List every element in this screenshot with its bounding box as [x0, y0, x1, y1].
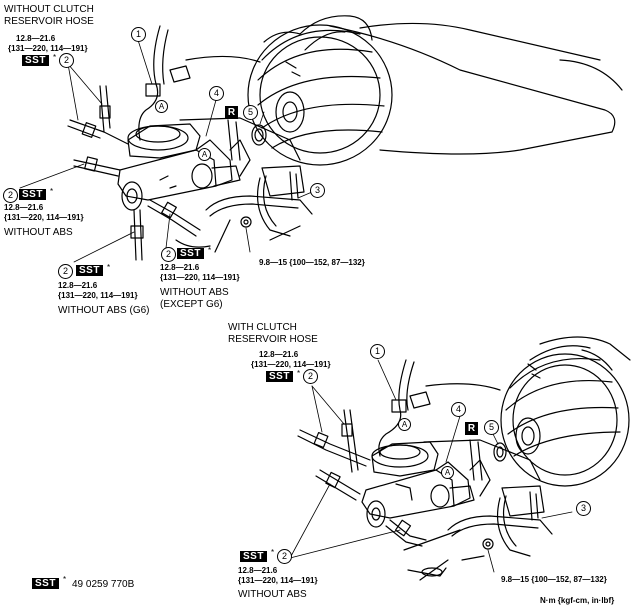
- leaders-bottom: [290, 360, 572, 572]
- bottom-bolt-torque: 9.8—15 {100—152, 87—132}: [501, 575, 607, 584]
- bottom-sst-star-1: *: [297, 369, 301, 378]
- top-left-label: WITHOUT ABS: [4, 227, 73, 238]
- bottom-replace-marker: R: [465, 422, 478, 435]
- bottom-marker-a-2: A: [441, 466, 454, 479]
- bottom-left-label: WITHOUT ABS: [238, 589, 307, 600]
- bottom-sst-tag-2: SST: [240, 551, 267, 562]
- torque-units: N·m {kgf-cm, in·lbf}: [540, 596, 615, 605]
- bottom-assembly: [290, 337, 630, 580]
- bottom-torque1-line1: 12.8—21.6: [259, 350, 299, 359]
- bottom-marker-a-1: A: [398, 418, 411, 431]
- fluid-level-connector-top: [139, 26, 260, 140]
- top-sst-star-2: *: [50, 187, 54, 196]
- brake-pipes-top: [68, 86, 200, 260]
- top-left-torque-line1: 12.8—21.6: [4, 203, 44, 212]
- top-marker-a-2: A: [198, 148, 211, 161]
- master-cylinder-bottom: [362, 442, 474, 527]
- top-marker-a-1: A: [155, 100, 168, 113]
- top-sst-tag-3: SST: [177, 248, 204, 259]
- bottom-torque1-line2: {131—220, 114—191}: [251, 360, 331, 369]
- top-mid-torque-line2: {131—220, 114—191}: [160, 273, 240, 282]
- brake-pipes-bottom: [298, 410, 426, 546]
- sst-part-number: 49 0259 770B: [72, 579, 135, 590]
- top-sst-star-1: *: [53, 53, 57, 62]
- top-bolt-torque: 9.8—15 {100—152, 87—132}: [259, 258, 365, 267]
- top-sst-tag-1: SST: [22, 55, 49, 66]
- top-sst-star-4: *: [107, 263, 111, 272]
- bottom-left-torque-line1: 12.8—21.6: [238, 566, 278, 575]
- top-mid-callout-2: 2: [161, 247, 176, 262]
- top-torque1-line1: 12.8—21.6: [16, 34, 56, 43]
- top-heading-line1: WITHOUT CLUTCH: [4, 4, 94, 15]
- top-torque1-line2: {131—220, 114—191}: [8, 44, 88, 53]
- top-replace-marker: R: [225, 106, 238, 119]
- top-mid-torque-line1: 12.8—21.6: [160, 263, 200, 272]
- top-lower-label: WITHOUT ABS (G6): [58, 305, 150, 316]
- footer-sst-star: *: [63, 575, 67, 584]
- top-callout-3: 3: [310, 183, 325, 198]
- o-ring-bottom: [494, 443, 506, 461]
- top-mid-label-line2: (EXCEPT G6): [160, 299, 223, 310]
- bottom-callout-3: 3: [576, 501, 591, 516]
- bottom-left-callout-2: 2: [277, 549, 292, 564]
- top-left-torque-line2: {131—220, 114—191}: [4, 213, 84, 222]
- top-lower-callout-2: 2: [58, 264, 73, 279]
- bottom-sst-tag-1: SST: [266, 371, 293, 382]
- brake-booster-bottom: [501, 337, 630, 486]
- master-cylinder-top: [118, 124, 240, 210]
- bottom-callout-5: 5: [484, 420, 499, 435]
- top-lower-torque-line2: {131—220, 114—191}: [58, 291, 138, 300]
- top-mid-label-line1: WITHOUT ABS: [160, 287, 229, 298]
- top-callout-1: 1: [131, 27, 146, 42]
- top-left-callout-2: 2: [3, 188, 18, 203]
- bottom-left-torque-line2: {131—220, 114—191}: [238, 576, 318, 585]
- top-sst-star-3: *: [208, 246, 212, 255]
- top-heading-line2: RESERVOIR HOSE: [4, 16, 94, 27]
- brake-booster-top: [248, 16, 622, 165]
- top-sst-tag-2: SST: [19, 189, 46, 200]
- leaders-top: [20, 40, 312, 262]
- bottom-callout-1: 1: [370, 344, 385, 359]
- bottom-sst-star-2: *: [271, 548, 275, 557]
- top-assembly: [20, 16, 622, 262]
- bracket-top: [176, 118, 312, 252]
- top-callout-4: 4: [209, 86, 224, 101]
- bottom-heading-line2: RESERVOIR HOSE: [228, 334, 318, 345]
- o-ring-top: [252, 125, 266, 145]
- top-lower-torque-line1: 12.8—21.6: [58, 281, 98, 290]
- bottom-callout-4: 4: [451, 402, 466, 417]
- footer-sst-tag: SST: [32, 578, 59, 589]
- bottom-heading-line1: WITH CLUTCH: [228, 322, 297, 333]
- top-callout-5: 5: [243, 105, 258, 120]
- top-callout-2-upper: 2: [59, 53, 74, 68]
- bottom-callout-2-upper: 2: [303, 369, 318, 384]
- top-sst-tag-4: SST: [76, 265, 103, 276]
